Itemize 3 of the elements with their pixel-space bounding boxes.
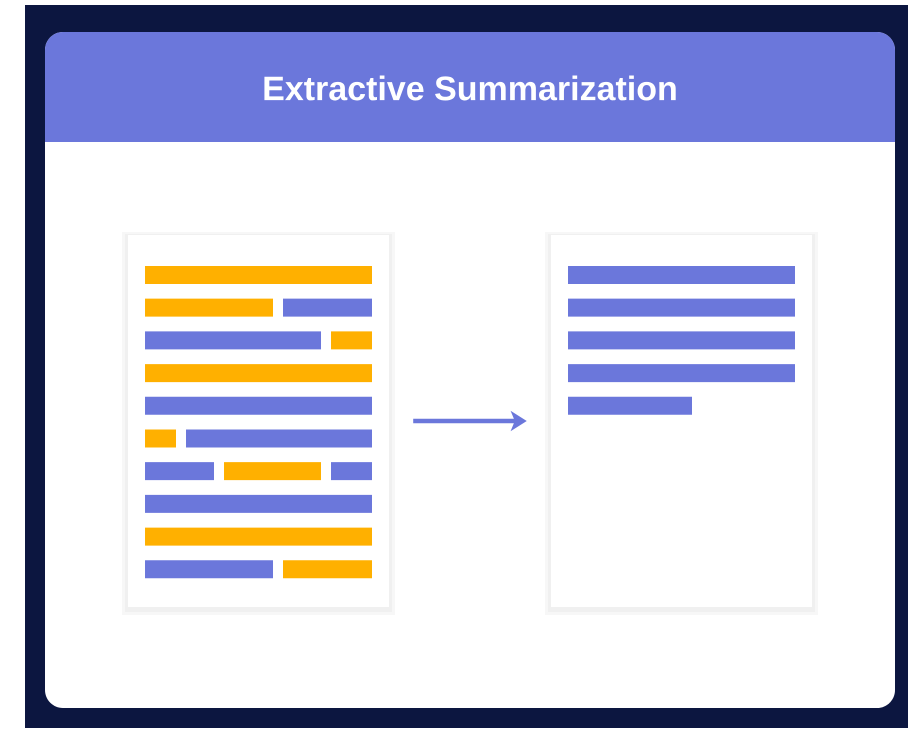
header-band: Extractive Summarization xyxy=(45,32,895,142)
document-drawing xyxy=(122,232,395,615)
document-drawing xyxy=(545,232,818,615)
